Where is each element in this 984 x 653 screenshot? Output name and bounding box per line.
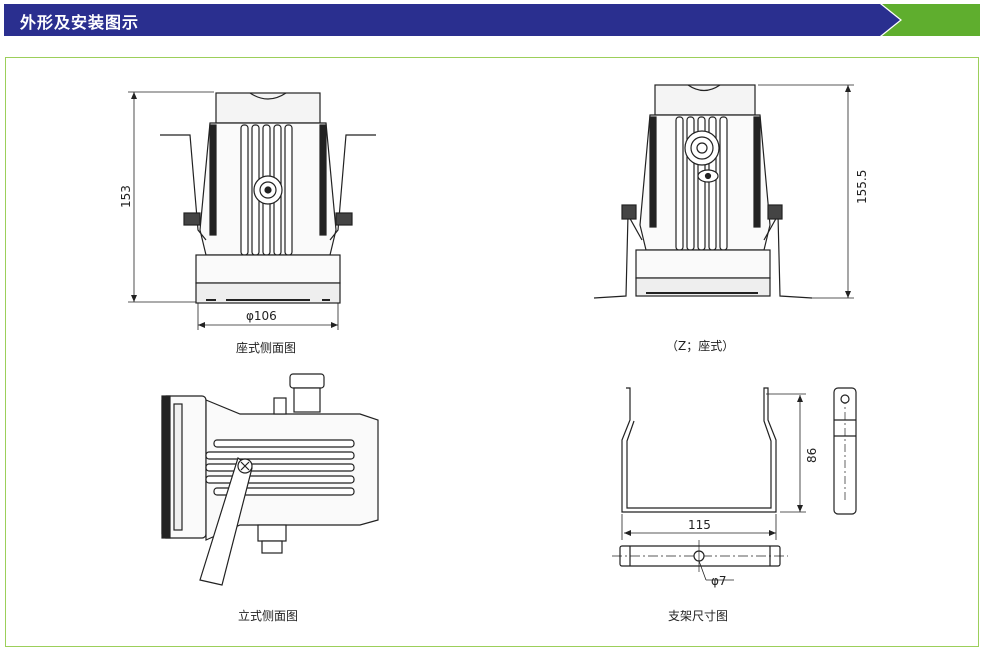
seat-side-caption: 座式侧面图 (236, 341, 297, 355)
bracket-caption: 支架尺寸图 (668, 609, 729, 623)
bracket-dimensions (621, 393, 806, 581)
stand-side-view (161, 373, 379, 586)
seat-front-height-label: 155.5 (855, 170, 869, 204)
drawing-panel (5, 57, 979, 647)
page-title: 外形及安装图示 (20, 13, 140, 32)
seat-side-width-label: φ106 (246, 309, 277, 323)
header-arrow-icon (882, 4, 980, 36)
seat-front-view (593, 84, 813, 299)
header-bar (4, 4, 980, 36)
bracket-height-label: 86 (805, 448, 819, 463)
seat-front-dimensions (758, 84, 854, 299)
bracket-view (612, 387, 857, 572)
seat-side-dimensions (128, 91, 339, 330)
seat-side-height-label: 153 (119, 185, 133, 208)
stand-side-caption: 立式侧面图 (238, 609, 299, 623)
bracket-hole-label: φ7 (711, 574, 727, 588)
header-bar-background (4, 4, 900, 36)
seat-side-view (160, 92, 376, 304)
bracket-width-label: 115 (688, 518, 711, 532)
seat-front-caption: （Z；座式） (666, 339, 735, 353)
